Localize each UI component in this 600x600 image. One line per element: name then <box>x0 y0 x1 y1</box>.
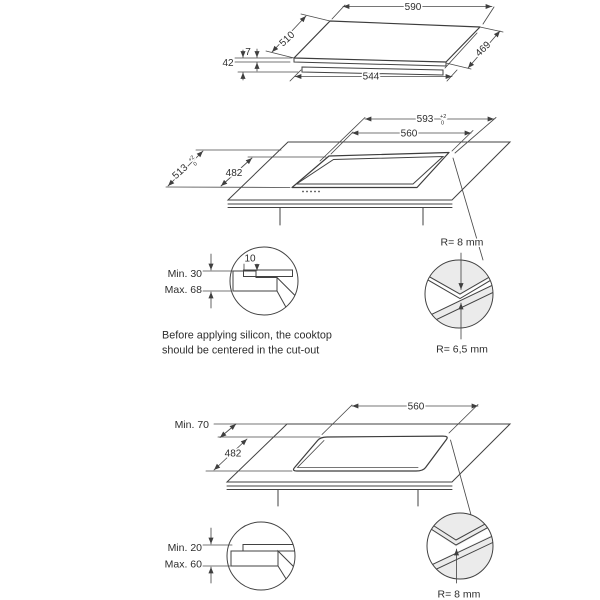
countertop-section-hatched <box>232 270 278 292</box>
cutout-hole <box>292 435 448 472</box>
dim-total-height: 42 <box>221 49 299 81</box>
bottom-extension-lines <box>205 404 479 472</box>
dim-label-593: 593 <box>417 114 434 125</box>
cutout-face-hatched <box>277 549 295 590</box>
dim-label-42: 42 <box>222 58 234 69</box>
label-min-30: Min. 30 <box>168 268 203 280</box>
cooktop-edge-section <box>242 544 295 552</box>
dim-label-510: 510 <box>277 29 297 49</box>
detail-circle-outline <box>426 512 494 580</box>
label-radius-cutout-bottom: R= 8 mm <box>438 589 481 600</box>
dim-label-513-tol-minus: 0 <box>193 161 199 168</box>
countertop-surface-bottom <box>225 423 512 483</box>
corner-detail-leader-mid <box>452 157 484 261</box>
installation-view: 593 +2 0 560 513 +2 0 482 <box>165 113 512 261</box>
cooktop-edge-section <box>243 269 293 277</box>
corner-detail-bottom-circle: R= 8 mm <box>426 512 494 600</box>
corner-detail-top-circle: R= 8 mm R= 6,5 mm <box>424 235 494 357</box>
note-line-1: Before applying silicon, the cooktop <box>162 330 332 342</box>
dim-ledge-width: 10 <box>243 252 260 271</box>
edge-detail-bottom-circle: Min. 20 Max. 60 <box>165 521 296 591</box>
dim-label-10: 10 <box>244 254 256 265</box>
dim-niche-width: 593 +2 0 <box>364 113 495 128</box>
dim-wall-clearance: Min. 70 <box>175 419 237 438</box>
dim-label-593-tol-minus: 0 <box>441 121 444 127</box>
dim-cutout-depth-mid: 482 <box>220 157 253 187</box>
cooktop-isometric-view: 590 510 469 544 <box>221 1 504 84</box>
cooktop-glass-top <box>293 20 481 63</box>
cooktop-body <box>293 32 478 76</box>
label-radius-cutout-mid: R= 8 mm <box>441 237 484 249</box>
dim-counter-thickness-bottom: Min. 20 Max. 60 <box>165 527 233 584</box>
cooktop-installed-glass <box>294 155 445 185</box>
dim-label-513-tol-plus: +2 <box>187 155 196 164</box>
dim-label-560-mid: 560 <box>401 129 418 140</box>
dim-label-7: 7 <box>245 47 251 58</box>
dim-glass-thickness: 7 <box>234 46 293 72</box>
dim-cutout-width-bottom: 560 <box>351 400 479 414</box>
note-line-2: should be centered in the cut-out <box>162 345 319 357</box>
countertop-surface <box>226 141 512 201</box>
dim-cutout-depth-bottom: 482 <box>213 438 248 471</box>
dim-label-482-bottom: 482 <box>225 449 242 460</box>
cutout-inner-edge <box>296 440 419 468</box>
dim-niche-depth: 513 +2 0 <box>167 150 204 187</box>
dim-left-depth: 510 <box>265 13 331 59</box>
label-radius-cooktop: R= 6,5 mm <box>436 344 488 356</box>
dim-label-513: 513 <box>170 162 190 182</box>
detail-circle-outline <box>424 259 494 329</box>
dim-label-560-bottom: 560 <box>408 402 425 413</box>
countertop-front-face-bottom <box>226 485 453 507</box>
dim-label-590: 590 <box>405 2 422 13</box>
dim-bottom-width: 544 <box>289 69 458 84</box>
dim-label-482-mid: 482 <box>226 168 243 179</box>
dim-label-593-tol-plus: +2 <box>440 114 446 120</box>
corner-detail-leader-bottom <box>450 439 473 519</box>
cooktop-frame <box>291 151 450 189</box>
cutout-gap-white <box>425 274 493 319</box>
detail-circle-outline <box>229 246 299 316</box>
countertop-front-face <box>227 203 453 226</box>
label-max-60: Max. 60 <box>165 559 203 571</box>
cooktop-control-dots <box>302 190 320 193</box>
dim-label-544: 544 <box>363 72 380 83</box>
cutout-gap-white <box>427 524 493 568</box>
silicon-note: Before applying silicon, the cooktop sho… <box>162 330 332 357</box>
label-min-20: Min. 20 <box>168 542 203 554</box>
dim-counter-thickness-top: Min. 30 Max. 68 <box>165 253 234 309</box>
label-max-68: Max. 68 <box>165 284 203 296</box>
edge-detail-top-circle: 10 Min. 30 Max. 68 <box>165 246 299 316</box>
dim-label-min-70: Min. 70 <box>175 419 210 431</box>
cutout-only-view: 560 Min. 70 482 <box>175 400 512 519</box>
dim-top-width: 590 <box>331 1 495 25</box>
detail-circle-outline <box>226 521 296 591</box>
countertop-section-hatched <box>230 550 279 567</box>
dim-cutout-width-mid: 560 <box>351 127 472 141</box>
